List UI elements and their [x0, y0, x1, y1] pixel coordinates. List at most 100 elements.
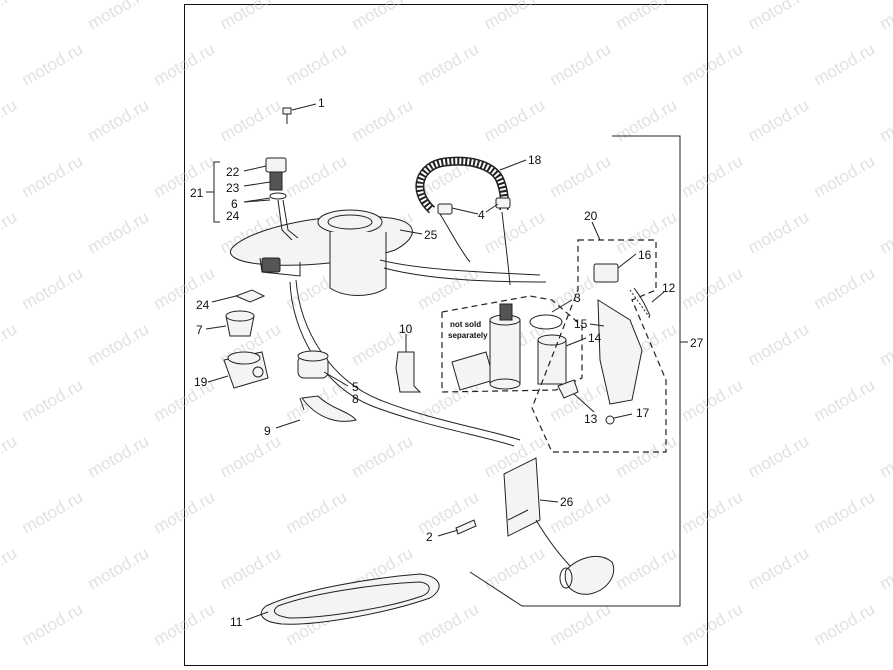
- watermark-text: motod.ru: [745, 543, 813, 593]
- watermark-text: motod.ru: [0, 207, 20, 257]
- watermark-text: motod.ru: [217, 431, 285, 481]
- callout-12: 12: [662, 281, 676, 295]
- callout-25: 25: [424, 228, 438, 242]
- watermark-text: motod.ru: [0, 0, 20, 33]
- bracket-part-10: [395, 351, 422, 393]
- clip-part-24: [234, 289, 266, 303]
- return-hose: [299, 395, 357, 422]
- watermark-text: motod.ru: [481, 0, 549, 33]
- watermark-text: motod.ru: [811, 487, 879, 537]
- callout-21: 21: [190, 186, 204, 200]
- watermark-text: motod.ru: [481, 95, 549, 145]
- watermark-text: motod.ru: [19, 375, 87, 425]
- watermark-text: motod.ru: [283, 151, 351, 201]
- watermark-text: motod.ru: [349, 431, 417, 481]
- callout-15: 15: [574, 317, 588, 331]
- callout-23: 23: [226, 181, 240, 195]
- watermark-text: motod.ru: [679, 263, 747, 313]
- watermark-text: motod.ru: [613, 543, 681, 593]
- callout-7: 7: [196, 323, 203, 337]
- watermark-text: motod.ru: [85, 431, 153, 481]
- watermark-text: motod.ru: [679, 487, 747, 537]
- not-sold-note-line1: not sold: [450, 320, 481, 329]
- watermark-text: motod.ru: [19, 39, 87, 89]
- watermark-text: motod.ru: [547, 599, 615, 649]
- callout-6: 6: [231, 197, 238, 211]
- watermark-text: motod.ru: [151, 599, 219, 649]
- callout-8: 8: [352, 392, 359, 406]
- watermark-text: motod.ru: [877, 431, 893, 481]
- watermark-text: motod.ru: [877, 319, 893, 369]
- callout-24-upper: 24: [226, 209, 240, 223]
- watermark-text: motod.ru: [481, 207, 549, 257]
- watermark-text: motod.ru: [679, 599, 747, 649]
- watermark-text: motod.ru: [349, 0, 417, 33]
- fuel-hose: [415, 156, 511, 215]
- callout-24-lower: 24: [196, 298, 210, 312]
- watermark-text: motod.ru: [745, 319, 813, 369]
- callout-16: 16: [638, 248, 652, 262]
- watermark-text: motod.ru: [547, 151, 615, 201]
- gasket: [260, 573, 440, 625]
- watermark-text: motod.ru: [745, 207, 813, 257]
- callout-26: 26: [560, 495, 574, 509]
- watermark-text: motod.ru: [811, 263, 879, 313]
- level-sender-group: [531, 239, 667, 453]
- watermark-text: motod.ru: [811, 39, 879, 89]
- watermark-text: motod.ru: [745, 95, 813, 145]
- watermark-text: motod.ru: [217, 0, 285, 33]
- callout-27: 27: [690, 336, 704, 350]
- watermark-text: motod.ru: [151, 39, 219, 89]
- watermark-text: motod.ru: [0, 543, 20, 593]
- callout-13: 13: [584, 412, 598, 426]
- not-sold-note-line2: separately: [448, 331, 488, 340]
- callout-3: 3: [574, 291, 581, 305]
- callout-11: 11: [230, 615, 243, 629]
- watermark-text: motod.ru: [0, 431, 20, 481]
- callout-10: 10: [399, 322, 413, 336]
- watermark-text: motod.ru: [745, 0, 813, 33]
- pump-subassembly: [441, 295, 583, 393]
- watermark-text: motod.ru: [811, 151, 879, 201]
- callout-22: 22: [226, 165, 240, 179]
- watermark-text: motod.ru: [0, 95, 20, 145]
- watermark-text: motod.ru: [613, 0, 681, 33]
- watermark-text: motod.ru: [877, 95, 893, 145]
- watermark-text: motod.ru: [415, 599, 483, 649]
- callout-17: 17: [636, 406, 650, 420]
- leader-lines: [205, 103, 688, 621]
- watermark-text: motod.ru: [19, 487, 87, 537]
- watermark-text: motod.ru: [85, 543, 153, 593]
- watermark-text: motod.ru: [811, 375, 879, 425]
- fuel-lines: [289, 211, 547, 447]
- watermark-text: motod.ru: [877, 207, 893, 257]
- fuel-filter: [297, 350, 329, 379]
- watermark-text: motod.ru: [679, 39, 747, 89]
- watermark-text: motod.ru: [19, 263, 87, 313]
- watermark-text: motod.ru: [151, 487, 219, 537]
- watermark-text: motod.ru: [0, 319, 20, 369]
- callout-labels: 1 2 3 4 5 6 7 8 9 10 11 12 13 14 15 16 1…: [190, 96, 704, 629]
- watermark-text: motod.ru: [679, 375, 747, 425]
- wiring-connector: [265, 157, 299, 241]
- callout-5: 5: [352, 380, 359, 394]
- watermark-text: motod.ru: [217, 95, 285, 145]
- callout-9: 9: [264, 424, 271, 438]
- watermark-text: motod.ru: [283, 487, 351, 537]
- callout-4: 4: [478, 208, 485, 222]
- watermark-text: motod.ru: [151, 375, 219, 425]
- watermark-text: motod.ru: [85, 319, 153, 369]
- watermark-text: motod.ru: [547, 487, 615, 537]
- sending-unit: [503, 457, 615, 595]
- watermark-text: motod.ru: [349, 95, 417, 145]
- callout-20: 20: [584, 209, 598, 223]
- watermark-text: motod.ru: [415, 487, 483, 537]
- watermark-text: motod.ru: [877, 543, 893, 593]
- watermark-text: motod.ru: [283, 39, 351, 89]
- watermark-text: motod.ru: [613, 431, 681, 481]
- watermark-text: motod.ru: [877, 0, 893, 33]
- watermark-text: motod.ru: [19, 151, 87, 201]
- watermark-text: motod.ru: [613, 95, 681, 145]
